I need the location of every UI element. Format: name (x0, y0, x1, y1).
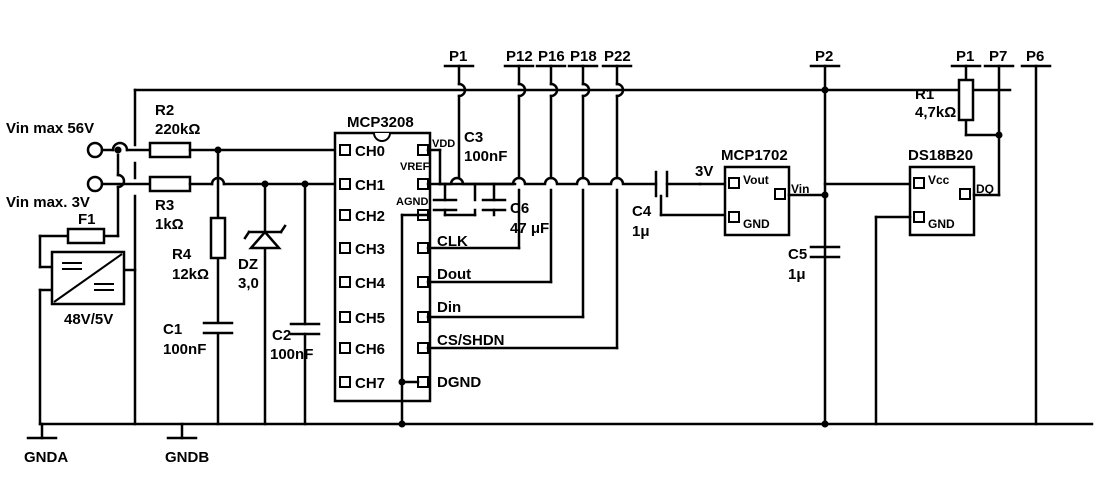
adc-pin-clk: CLK (437, 233, 468, 250)
regulator-pin-gnd: GND (743, 217, 770, 231)
regulator-title: MCP1702 (721, 147, 788, 164)
capacitor-c6[interactable] (481, 198, 507, 212)
c3-ref: C3 (464, 129, 483, 146)
vin-high-label: Vin max 56V (6, 120, 94, 137)
c2-ref: C2 (272, 327, 291, 344)
adc-pin-agnd: AGND (396, 196, 428, 208)
r2-ref: R2 (155, 102, 174, 119)
vin-high-junction (114, 146, 122, 154)
header-p16: P16 (538, 48, 565, 65)
ch0-junction (214, 146, 222, 154)
adc-pin-ch5: CH5 (355, 310, 385, 327)
adc-pin-vdd: VDD (432, 138, 455, 150)
sensor-wiring (874, 118, 1001, 426)
rail-3v-label: 3V (695, 163, 713, 180)
adc-mcp3208[interactable] (333, 131, 432, 403)
adc-pin-din: Din (437, 299, 461, 316)
regulator-mcp1702[interactable] (723, 165, 791, 237)
dc-dc-converter[interactable] (50, 250, 126, 306)
converter-label: 48V/5V (64, 311, 113, 328)
adc-pin-ch3: CH3 (355, 241, 385, 258)
capacitor-c4[interactable] (654, 170, 669, 198)
header-p18: P18 (570, 48, 597, 65)
gnd-junction-c5 (821, 420, 829, 428)
capacitor-c3[interactable] (432, 198, 458, 212)
adc-pin-ch4: CH4 (355, 275, 386, 292)
adc-pin-cs: CS/SHDN (437, 332, 505, 349)
adc-pin-ch6: CH6 (355, 341, 385, 358)
dz-value: 3,0 (238, 275, 259, 292)
header-p22: P22 (604, 48, 631, 65)
c5-ref: C5 (788, 246, 807, 263)
capacitor-c5[interactable] (809, 245, 841, 259)
capacitor-c1[interactable] (202, 321, 234, 335)
sensor-pin-vcc: Vcc (928, 173, 950, 187)
top-header-pins (443, 64, 1052, 426)
sensor-pin-dq: DQ (976, 182, 994, 196)
fuse-label: F1 (78, 211, 96, 228)
c4-ref: C4 (632, 203, 652, 220)
decoupling-wiring (443, 182, 477, 217)
adc-pin-ch2: CH2 (355, 208, 385, 225)
adc-digital-wiring (400, 148, 619, 426)
analog-input-wiring (188, 148, 337, 426)
c5-value: 1μ (788, 266, 806, 283)
adc-title: MCP3208 (347, 114, 414, 131)
adc-pin-ch1: CH1 (355, 177, 385, 194)
resistor-r4[interactable] (209, 216, 227, 260)
input-wiring (38, 141, 152, 426)
c6-value: 47 μF (510, 220, 549, 237)
c2-value: 100nF (270, 346, 313, 363)
c4-value: 1μ (632, 223, 650, 240)
regulator-pin-vout: Vout (743, 173, 769, 187)
resistor-r3[interactable] (148, 175, 192, 193)
regulator-pin-vin: Vin (791, 182, 809, 196)
resistor-r1[interactable] (957, 78, 975, 122)
c3-value: 100nF (464, 148, 507, 165)
adc-pin-dgnd: DGND (437, 374, 481, 391)
r4-value: 12kΩ (172, 266, 209, 283)
dgnd-junction (398, 378, 406, 386)
vin-low-terminal[interactable] (86, 175, 104, 193)
r1-value: 4,7kΩ (915, 104, 956, 121)
adc-pin-ch0: CH0 (355, 143, 385, 160)
header-p1-b: P1 (956, 48, 974, 65)
r3-value: 1kΩ (155, 216, 184, 233)
dz-ref: DZ (238, 256, 258, 273)
adc-pin-ch7: CH7 (355, 375, 385, 392)
sensor-ds18b20[interactable] (908, 165, 976, 237)
c1-ref: C1 (163, 321, 182, 338)
adc-pin-vref: VREF (400, 161, 430, 173)
gnd-junction-adc (398, 420, 406, 428)
rail-5v (133, 88, 1012, 426)
sensor-title: DS18B20 (908, 147, 973, 164)
r1-ref: R1 (915, 86, 934, 103)
sensor-pin-gnd: GND (928, 217, 955, 231)
header-p7: P7 (989, 48, 1007, 65)
zener-diode-dz[interactable] (243, 224, 287, 250)
ch1-junction-c2 (301, 180, 309, 188)
c1-value: 100nF (163, 341, 206, 358)
header-p2: P2 (815, 48, 833, 65)
vin-low-label: Vin max. 3V (6, 194, 90, 211)
adc-pin-dout: Dout (437, 266, 471, 283)
capacitor-c2[interactable] (289, 322, 321, 336)
r2-value: 220kΩ (155, 121, 200, 138)
r4-ref: R4 (172, 246, 192, 263)
fuse-f1[interactable] (66, 227, 106, 245)
c6-ref: C6 (510, 200, 529, 217)
header-p6: P6 (1026, 48, 1044, 65)
ch1-junction-zener (261, 180, 269, 188)
resistor-r2[interactable] (148, 141, 192, 159)
header-p12: P12 (506, 48, 533, 65)
ground-rails (26, 422, 1094, 440)
gnda-label: GNDA (24, 449, 68, 466)
header-p1-a: P1 (449, 48, 467, 65)
r3-ref: R3 (155, 197, 174, 214)
vin-high-terminal[interactable] (86, 141, 104, 159)
rail-5v-junction-p2 (821, 86, 829, 94)
gndb-label: GNDB (165, 449, 209, 466)
